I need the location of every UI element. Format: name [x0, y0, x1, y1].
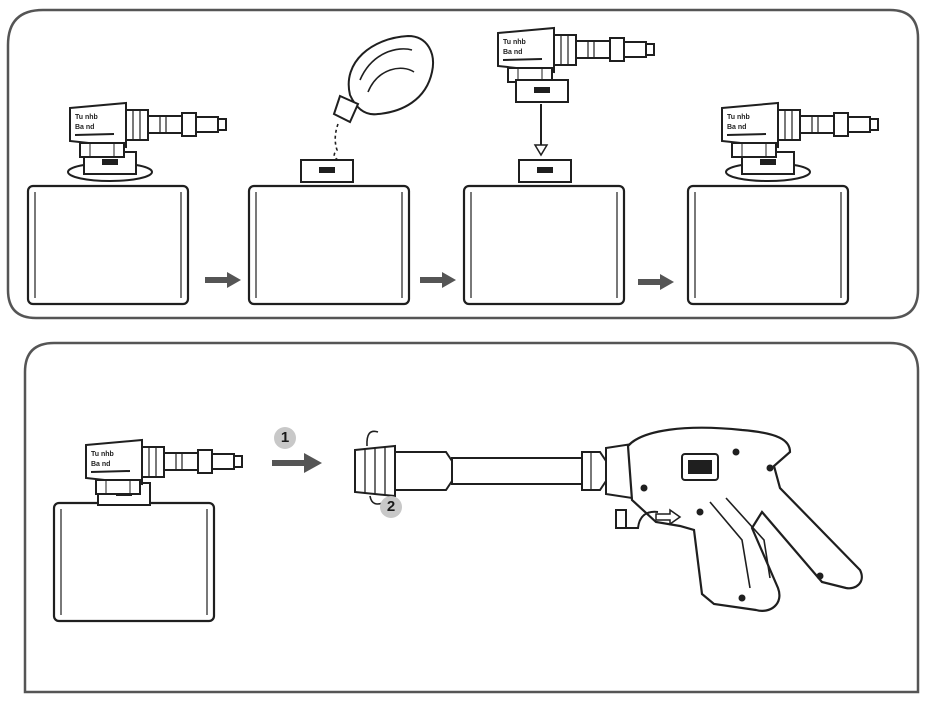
bottom-panel-frame: [23, 341, 920, 694]
step-one-label: 1: [280, 429, 290, 446]
step-one-badge: [274, 427, 296, 449]
step3-lower-cannon-onto-bottle: [462, 27, 655, 306]
arrow-step2-to-step3: [420, 272, 456, 288]
step-two-badge: [380, 496, 402, 518]
foam-cannon-bottle: [52, 439, 243, 623]
arrow-step3-to-step4: [638, 274, 674, 290]
step4-assembled-foam-cannon: [686, 102, 879, 306]
step-two-label: 2: [386, 498, 396, 515]
arrow-attach-to-gun: [272, 453, 322, 473]
top-panel-frame: [6, 8, 920, 320]
spray-gun-with-lance: [354, 426, 863, 612]
step1-foam-cannon-bottle: [26, 102, 227, 306]
arrow-step1-to-step2: [205, 272, 241, 288]
step2-pour-detergent: [247, 34, 434, 306]
